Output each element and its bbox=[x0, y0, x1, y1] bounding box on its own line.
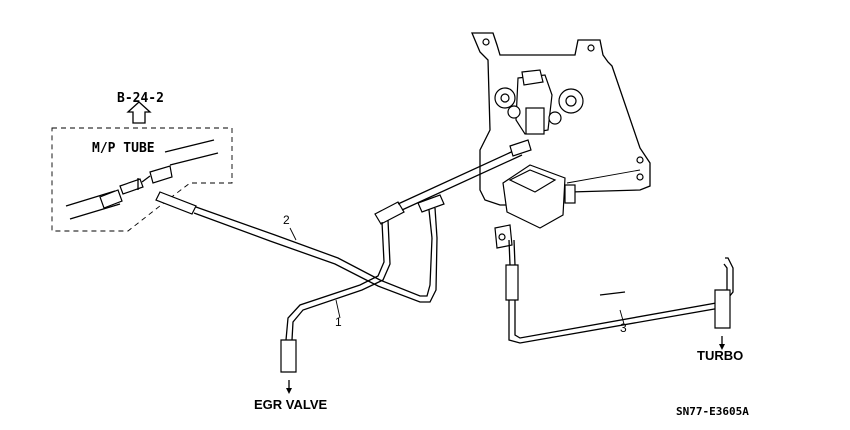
turbo-label: TURBO bbox=[697, 348, 744, 363]
solenoid-valve bbox=[494, 69, 584, 135]
callout-3: 3 bbox=[620, 321, 627, 335]
reference-label: B-24-2 bbox=[117, 91, 164, 106]
map-sensor bbox=[494, 164, 576, 249]
mounting-bracket bbox=[471, 32, 651, 206]
egr-valve-label: EGR VALVE bbox=[254, 397, 328, 412]
callout-leaders bbox=[289, 169, 641, 325]
diagram-code: SN77-E3605A bbox=[676, 405, 749, 418]
mp-tube-label: M/P TUBE bbox=[92, 141, 155, 156]
callout-2: 2 bbox=[283, 213, 290, 227]
hose-3 bbox=[505, 239, 734, 350]
mp-tube-detail-box bbox=[51, 127, 233, 232]
callout-1: 1 bbox=[335, 315, 342, 329]
hose-1 bbox=[280, 219, 391, 394]
hose-2 bbox=[155, 139, 532, 303]
up-arrow-icon bbox=[126, 101, 152, 124]
